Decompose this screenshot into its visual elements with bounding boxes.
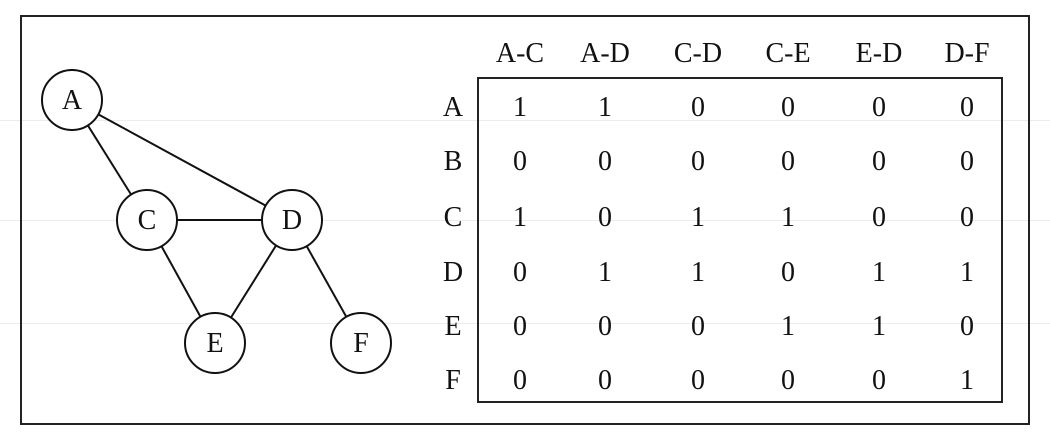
matrix-cell: 0 bbox=[781, 146, 795, 177]
row-header: A bbox=[443, 92, 464, 123]
node-a: A bbox=[41, 69, 103, 131]
node-d: D bbox=[261, 189, 323, 251]
matrix-cell: 0 bbox=[691, 92, 705, 123]
matrix-cell: 0 bbox=[598, 365, 612, 396]
matrix-cell: 0 bbox=[513, 311, 527, 342]
matrix-cell: 0 bbox=[872, 365, 886, 396]
node-label: F bbox=[353, 328, 369, 359]
matrix-cell: 1 bbox=[872, 311, 886, 342]
matrix-cell: 0 bbox=[513, 257, 527, 288]
matrix-border bbox=[477, 77, 1003, 403]
matrix-cell: 0 bbox=[872, 92, 886, 123]
column-header: A-D bbox=[580, 38, 630, 69]
node-label: E bbox=[206, 328, 223, 359]
column-header: C-D bbox=[674, 38, 722, 69]
node-circle bbox=[261, 189, 323, 251]
node-circle bbox=[116, 189, 178, 251]
node-circle bbox=[41, 69, 103, 131]
node-f: F bbox=[330, 312, 392, 374]
matrix-cell: 1 bbox=[781, 311, 795, 342]
matrix-cell: 1 bbox=[513, 92, 527, 123]
matrix-cell: 0 bbox=[872, 202, 886, 233]
row-header: F bbox=[445, 365, 461, 396]
matrix-cell: 0 bbox=[513, 365, 527, 396]
matrix-cell: 0 bbox=[872, 146, 886, 177]
matrix-cell: 0 bbox=[781, 92, 795, 123]
matrix-cell: 1 bbox=[691, 202, 705, 233]
matrix-cell: 0 bbox=[781, 257, 795, 288]
matrix-cell: 0 bbox=[960, 311, 974, 342]
node-circle bbox=[184, 312, 246, 374]
row-header: E bbox=[444, 311, 461, 342]
node-label: A bbox=[62, 85, 83, 116]
scan-line bbox=[0, 220, 1050, 221]
matrix-cell: 1 bbox=[513, 202, 527, 233]
matrix-cell: 0 bbox=[598, 146, 612, 177]
node-c: C bbox=[116, 189, 178, 251]
matrix-cell: 0 bbox=[691, 311, 705, 342]
matrix-cell: 1 bbox=[960, 365, 974, 396]
column-header: D-F bbox=[944, 38, 989, 69]
column-header: E-D bbox=[856, 38, 903, 69]
matrix-cell: 0 bbox=[513, 146, 527, 177]
graph-nodes: A C D E F bbox=[41, 69, 392, 374]
matrix-cell: 0 bbox=[960, 92, 974, 123]
matrix-cell: 0 bbox=[960, 202, 974, 233]
matrix-cell: 1 bbox=[691, 257, 705, 288]
matrix-cell: 0 bbox=[691, 365, 705, 396]
matrix-cell: 0 bbox=[598, 202, 612, 233]
node-label: D bbox=[282, 205, 302, 236]
matrix-cell: 0 bbox=[960, 146, 974, 177]
row-header: C bbox=[444, 202, 463, 233]
matrix-cell: 1 bbox=[598, 92, 612, 123]
matrix-cell: 1 bbox=[781, 202, 795, 233]
column-header: C-E bbox=[765, 38, 810, 69]
row-header: B bbox=[444, 146, 463, 177]
scan-line bbox=[0, 323, 1050, 324]
node-label: C bbox=[138, 205, 157, 236]
node-circle bbox=[330, 312, 392, 374]
node-e: E bbox=[184, 312, 246, 374]
row-header: D bbox=[443, 257, 463, 288]
matrix-cell: 1 bbox=[598, 257, 612, 288]
column-header: A-C bbox=[496, 38, 544, 69]
matrix-cell: 1 bbox=[960, 257, 974, 288]
matrix-cell: 0 bbox=[781, 365, 795, 396]
figure-border bbox=[20, 15, 1030, 425]
matrix-cell: 0 bbox=[691, 146, 705, 177]
matrix-cells: 1 1 0 0 0 0 0 0 0 0 0 0 1 0 1 1 0 0 0 1 1 0 1 1 0 0 0 1 1 0 0 0 0 0 0 1 bbox=[513, 92, 974, 396]
matrix-cell: 1 bbox=[872, 257, 886, 288]
matrix-column-headers: A-C A-D C-D C-E E-D D-F bbox=[496, 38, 990, 69]
matrix-cell: 0 bbox=[598, 311, 612, 342]
edge-a-d bbox=[71, 99, 293, 221]
scan-line bbox=[0, 120, 1050, 121]
